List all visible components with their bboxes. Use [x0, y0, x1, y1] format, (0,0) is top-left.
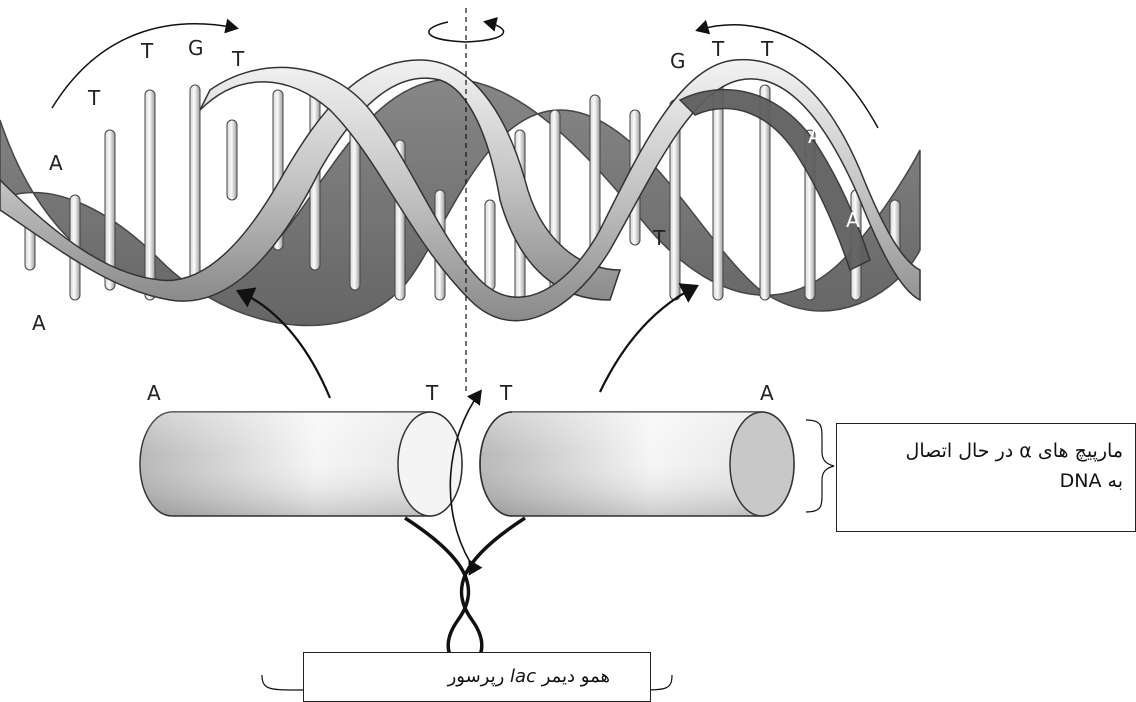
dna-label: A: [49, 151, 63, 175]
helix-end-label: A: [760, 381, 774, 405]
dna-label: A: [846, 208, 860, 232]
dna-label: T: [711, 37, 725, 61]
callout-text: رپرسور: [448, 666, 505, 687]
callout-text: در حال اتصال: [906, 440, 1014, 462]
twisted-linker: [405, 518, 525, 672]
callout-text: به: [1108, 470, 1123, 492]
dna-label: T: [652, 226, 666, 250]
dna-label: T: [760, 37, 774, 61]
repressor-right-helix: [480, 412, 794, 516]
base-pair-rung: [190, 85, 200, 290]
helix-brace: [806, 420, 834, 512]
dna-double-helix: [0, 60, 920, 326]
dimer-callout: همو دیمر lac رپرسور: [303, 652, 651, 702]
dna-label: T: [140, 39, 154, 63]
callout-text: مارپیچ های: [1038, 440, 1123, 462]
dna-label: A: [808, 124, 822, 148]
helix-end-label: T: [499, 381, 513, 405]
dna-label: T: [231, 47, 245, 71]
base-pair-rung: [227, 120, 237, 200]
right-helix-end-cap: [730, 412, 794, 516]
callout-text: همو دیمر: [542, 666, 610, 687]
base-pair-rung: [485, 200, 495, 290]
right-binding-arrow: [600, 287, 695, 392]
alpha-symbol: α: [1019, 440, 1032, 462]
repressor-helix-labels: A T T A: [147, 381, 774, 405]
dna-label: G: [188, 36, 204, 60]
base-pair-rung: [145, 90, 155, 300]
helix-binding-callout: مارپیچ های α در حال اتصال به DNA: [836, 423, 1136, 532]
dna-label: A: [32, 311, 46, 335]
dna-label: G: [670, 49, 686, 73]
callout-line-1: مارپیچ های α در حال اتصال: [845, 436, 1123, 466]
callout-line-2: به DNA: [845, 466, 1123, 496]
repressor-left-helix: [140, 412, 462, 516]
helix-end-label: A: [147, 381, 161, 405]
dna-label: T: [87, 86, 101, 110]
lac-term: lac: [510, 666, 536, 687]
dna-term: DNA: [1060, 470, 1102, 492]
helix-end-label: T: [425, 381, 439, 405]
